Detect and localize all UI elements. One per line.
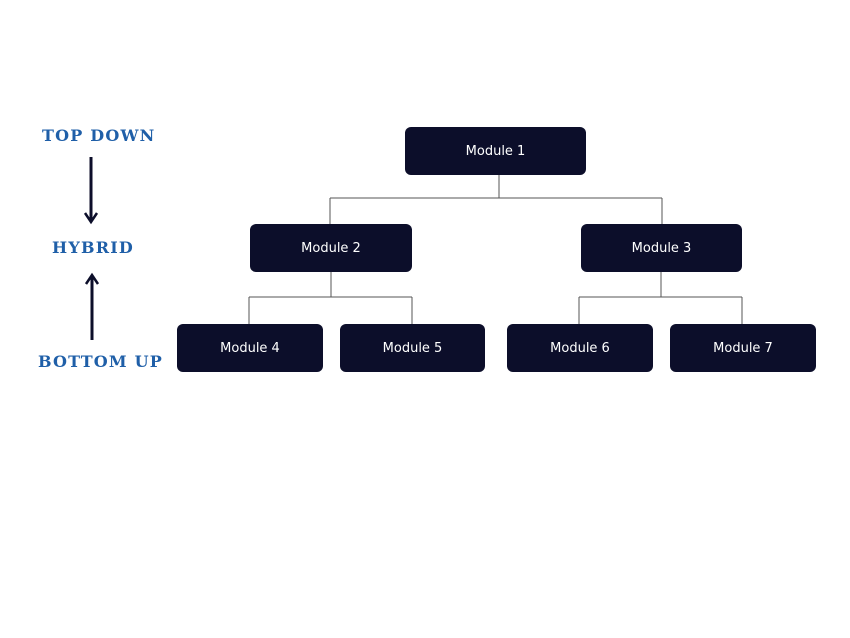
connector-module-2-children <box>248 272 413 324</box>
module-7-node: Module 7 <box>670 324 816 372</box>
arrow-up-icon <box>84 272 100 340</box>
module-2-node: Module 2 <box>250 224 412 272</box>
arrow-down-icon <box>83 157 99 225</box>
bottom-up-label: BOTTOM UP <box>38 352 164 371</box>
connector-level-1 <box>329 175 663 224</box>
hybrid-label: HYBRID <box>52 238 134 257</box>
module-4-node: Module 4 <box>177 324 323 372</box>
module-1-node: Module 1 <box>405 127 586 175</box>
module-6-node: Module 6 <box>507 324 653 372</box>
connector-module-3-children <box>578 272 743 324</box>
module-3-node: Module 3 <box>581 224 742 272</box>
top-down-label: TOP DOWN <box>42 126 156 145</box>
module-5-node: Module 5 <box>340 324 485 372</box>
